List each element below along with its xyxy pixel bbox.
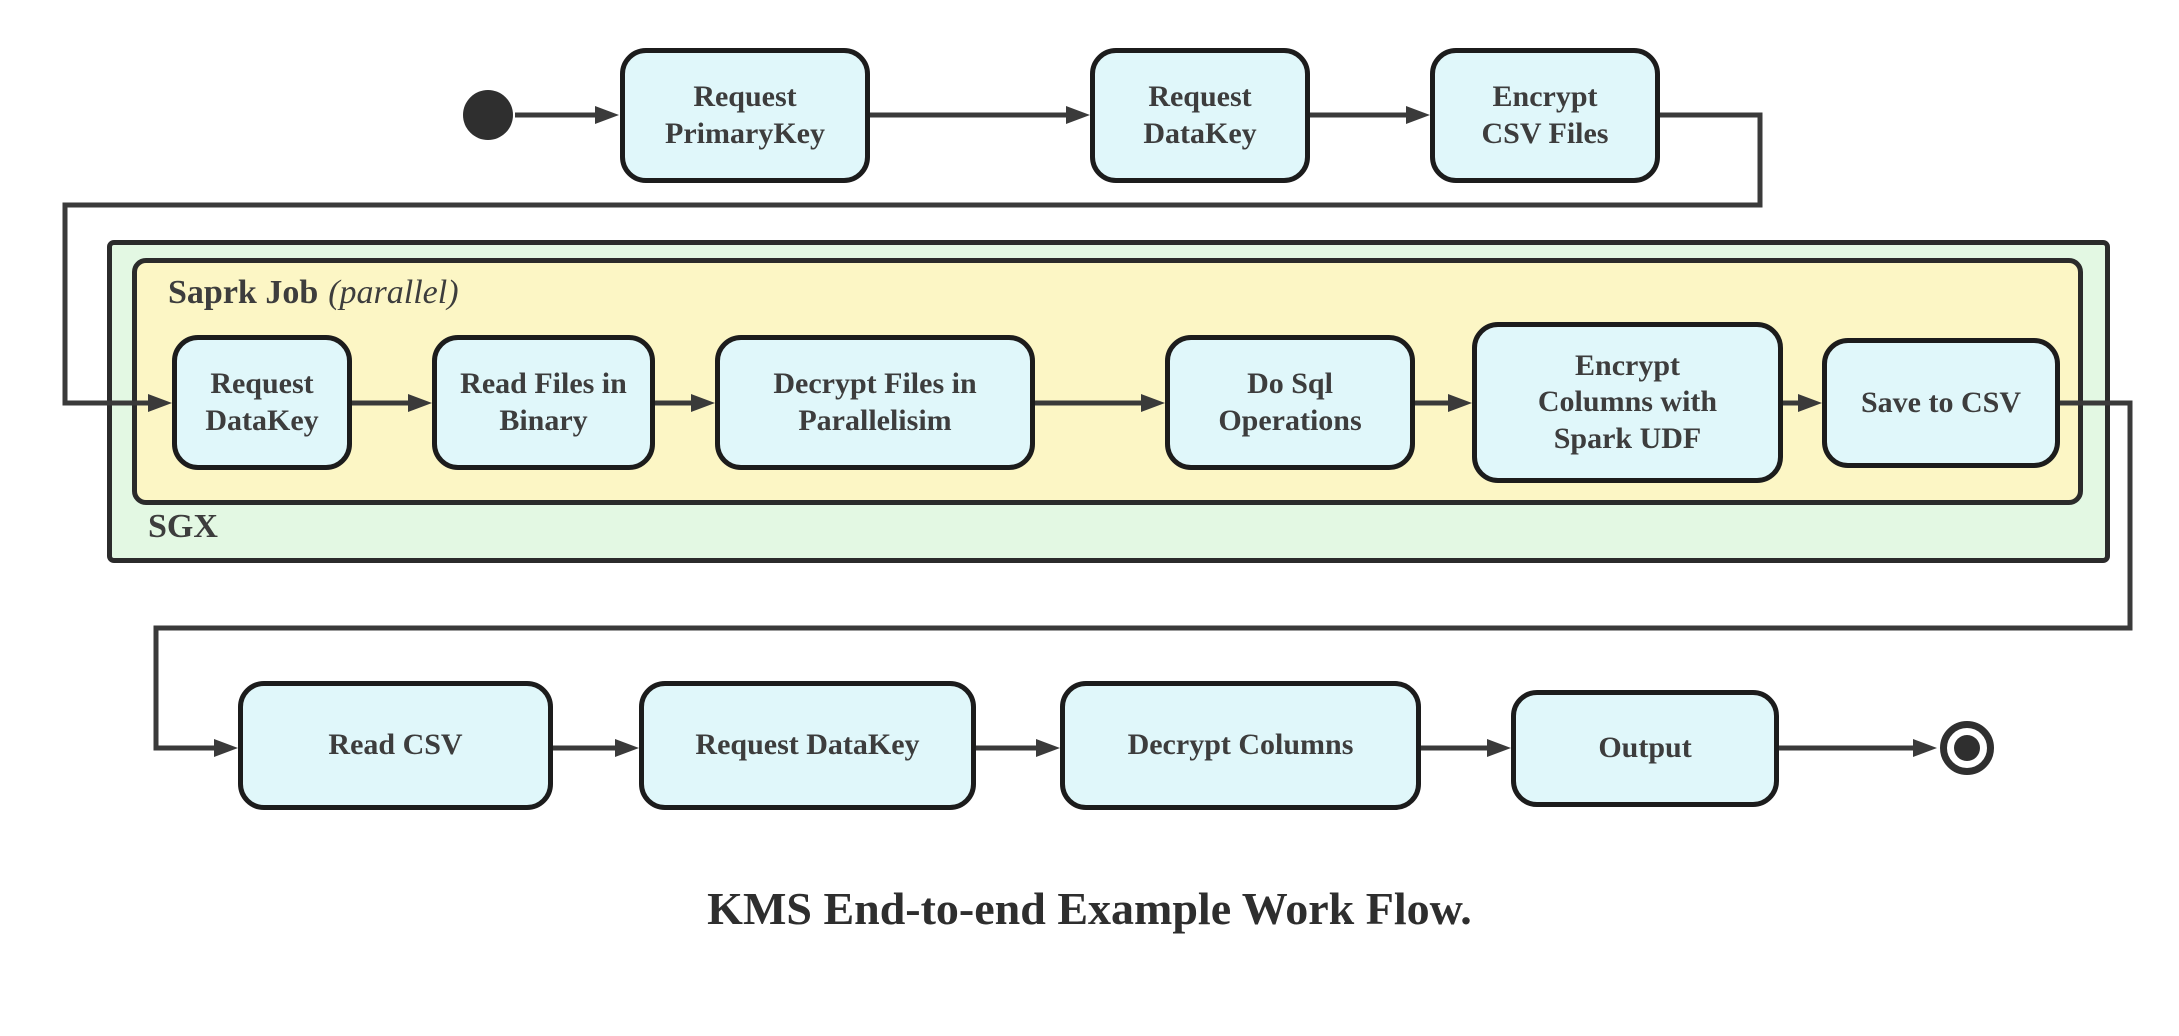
node-bottom-request-datakey: Request DataKey [639, 681, 976, 810]
diagram-caption: KMS End-to-end Example Work Flow. [707, 883, 1472, 934]
spark-job-title: Saprk Job [168, 274, 319, 311]
node-encrypt-csv-files: Encrypt CSV Files [1430, 48, 1660, 183]
node-output: Output [1511, 690, 1779, 807]
node-encrypt-columns-udf: Encrypt Columns with Spark UDF [1472, 322, 1783, 483]
edge-encrypt-csv-to-spark-request-datakey [62, 112, 1763, 412]
node-do-sql-operations: Do Sql Operations [1165, 335, 1415, 470]
spark-job-qualifier: (parallel) [328, 274, 459, 311]
node-read-csv: Read CSV [238, 681, 553, 810]
node-save-to-csv: Save to CSV [1822, 338, 2060, 468]
sgx-group-label: SGX [148, 508, 218, 545]
node-spark-request-datakey: Request DataKey [172, 335, 352, 470]
node-request-primarykey: Request PrimaryKey [620, 48, 870, 183]
node-decrypt-files-parallel: Decrypt Files in Parallelisim [715, 335, 1035, 470]
final-state-dot [1954, 735, 1980, 761]
start-state-icon [463, 90, 513, 140]
node-read-files-binary: Read Files in Binary [432, 335, 655, 470]
node-decrypt-columns: Decrypt Columns [1060, 681, 1421, 810]
spark-job-group-label: Saprk Job(parallel) [168, 274, 459, 312]
node-request-datakey: Request DataKey [1090, 48, 1310, 183]
edge-save-csv-to-read-csv [153, 400, 2133, 757]
final-state-icon [1940, 721, 1994, 775]
